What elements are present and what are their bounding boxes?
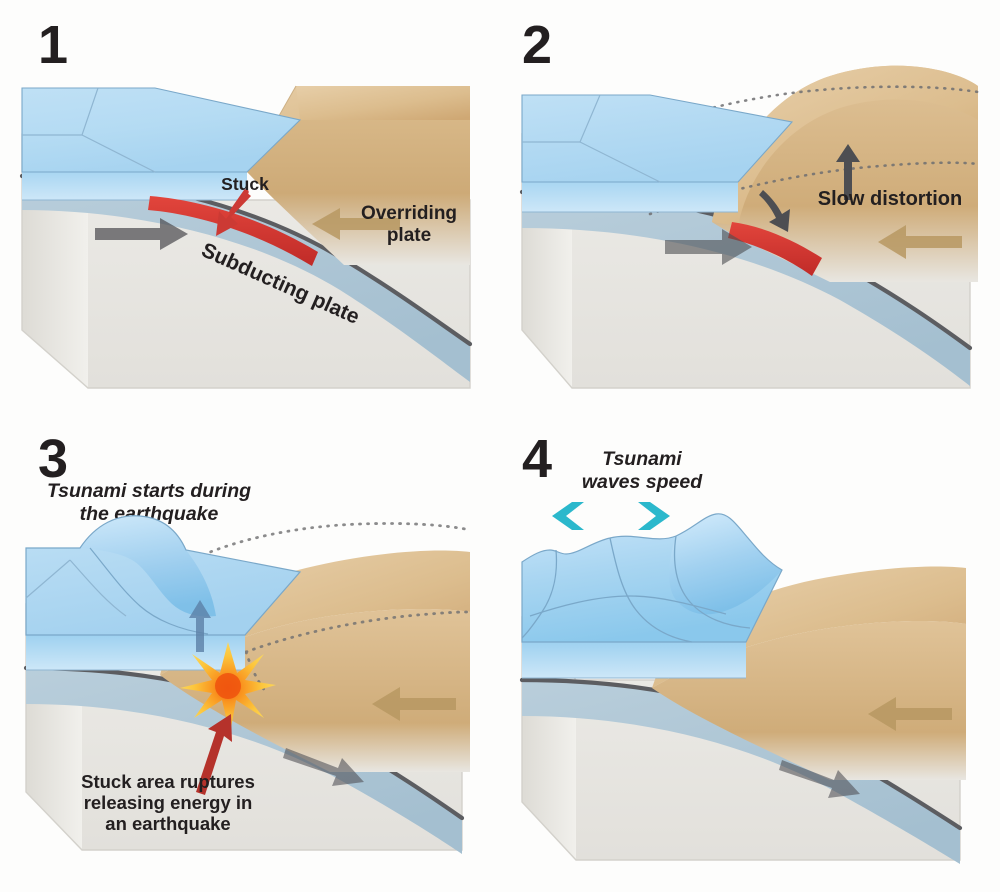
ocean-water bbox=[25, 515, 302, 671]
overriding-plate-label-line2: plate bbox=[387, 225, 431, 246]
subducting-plate-arrow-icon bbox=[665, 229, 752, 265]
stuck-label: Stuck bbox=[221, 174, 269, 194]
stuck-zone bbox=[148, 196, 318, 266]
panel-3: 3 Tsunami starts during the earthquake bbox=[0, 420, 500, 892]
panel-number: 3 bbox=[38, 429, 68, 489]
panel-1: 1 bbox=[0, 0, 500, 420]
earthquake-burst-icon bbox=[180, 642, 276, 734]
rupture-label-line1: Stuck area ruptures bbox=[81, 771, 255, 792]
tsunami-left-chevron-icon bbox=[552, 502, 584, 530]
overriding-plate-arrow-icon bbox=[312, 208, 400, 240]
water-uplift-arrow-icon bbox=[189, 600, 211, 652]
panel-number: 1 bbox=[38, 15, 68, 75]
overriding-plate-label: Overriding bbox=[361, 203, 457, 224]
panel-3-illustration: Stuck area ruptures releasing energy in … bbox=[23, 515, 472, 854]
slow-distortion-label: Slow distortion bbox=[818, 188, 962, 210]
panel-number: 2 bbox=[522, 15, 552, 75]
ocean-water bbox=[521, 94, 794, 213]
overriding-plate-arrow-icon bbox=[878, 225, 962, 259]
stuck-zone bbox=[728, 222, 822, 276]
panel-1-illustration: Stuck Overriding plate Subducting plate bbox=[19, 85, 473, 389]
subducting-plate-arrow-icon bbox=[779, 760, 860, 798]
rupture-label-line2: releasing energy in bbox=[84, 792, 253, 813]
distortion-up-arrow-icon bbox=[836, 144, 860, 200]
subducting-plate-arrow-icon bbox=[95, 218, 188, 250]
ocean-water bbox=[21, 87, 302, 201]
panel-caption: Tsunami waves speed bbox=[581, 448, 703, 493]
panel-4-illustration bbox=[519, 502, 966, 864]
dotted-original-outline-icon bbox=[194, 522, 472, 694]
rupture-label-line3: an earthquake bbox=[105, 813, 230, 834]
panel-2-illustration: Slow distortion bbox=[519, 65, 980, 389]
subducting-plate-arrow-icon bbox=[283, 748, 364, 786]
tsunami-right-chevron-icon bbox=[638, 502, 670, 530]
overriding-plate-arrow-icon bbox=[372, 687, 456, 721]
rupture-arrow-icon bbox=[196, 714, 232, 795]
ocean-water bbox=[521, 513, 783, 679]
panel-number: 4 bbox=[522, 429, 552, 489]
overriding-plate-arrow-icon bbox=[868, 697, 952, 731]
distortion-seaward-arrow-icon bbox=[759, 190, 790, 232]
panel-4: 4 Tsunami waves speed bbox=[500, 420, 1000, 892]
panel-2: 2 bbox=[500, 0, 1000, 420]
stuck-arrow-icon bbox=[216, 189, 251, 236]
